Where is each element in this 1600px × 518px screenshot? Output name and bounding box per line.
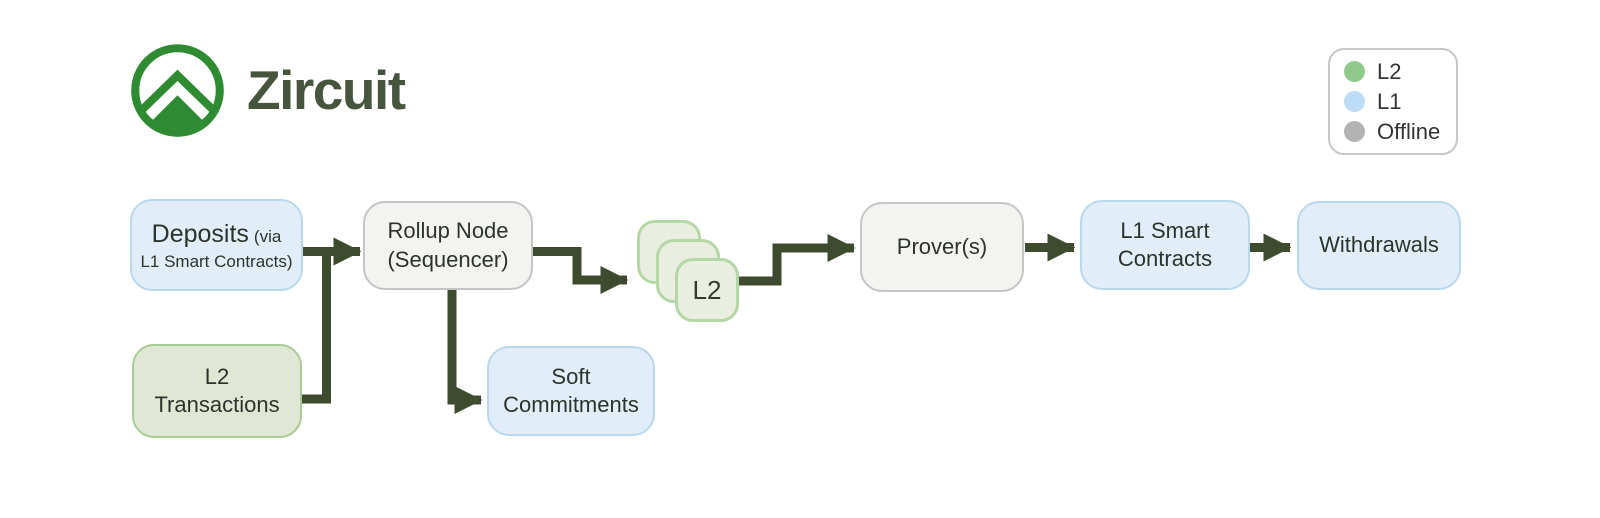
brand-header: Zircuit [130, 43, 406, 138]
node-withdrawals: Withdrawals [1297, 201, 1461, 290]
zircuit-logo-icon [131, 44, 224, 137]
arrow-rollup-node-to-soft-commitments [447, 289, 483, 414]
node-provers: Prover(s) [860, 202, 1024, 292]
legend-label: L1 [1377, 88, 1402, 114]
node-deposits: Deposits (via L1 Smart Contracts) [130, 199, 303, 291]
deposits-subtitle: L1 Smart Contracts) [140, 251, 293, 271]
deposits-title-suffix: (via [253, 226, 282, 246]
arrow-rollup-node-to-l2-blocks [533, 247, 629, 294]
node-rollup-node-sequencer: Rollup Node (Sequencer) [363, 201, 533, 290]
node-l2-transactions: L2 Transactions [132, 344, 302, 438]
legend-label: L2 [1377, 58, 1402, 84]
legend-item-offline: Offline [1344, 118, 1442, 144]
deposits-title: Deposits [151, 219, 249, 248]
node-l1-smart-contracts: L1 Smart Contracts [1080, 200, 1250, 290]
legend-item-l2: L2 [1344, 58, 1442, 84]
legend-label: Offline [1377, 118, 1441, 144]
legend: L2 L1 Offline [1328, 48, 1458, 155]
l2-color-dot-icon [1344, 61, 1365, 82]
l1-color-dot-icon [1344, 91, 1365, 112]
deposits-title-line: Deposits (via [152, 218, 282, 250]
arrow-l2-blocks-to-provers [739, 234, 856, 286]
arrow-l2-transactions-to-junction [302, 251, 331, 404]
legend-item-l1: L1 [1344, 88, 1442, 114]
offline-color-dot-icon [1344, 121, 1365, 142]
l2-block-card-front: L2 [675, 258, 739, 322]
node-soft-commitments: Soft Commitments [487, 346, 655, 436]
brand-wordmark: Zircuit [247, 59, 406, 121]
